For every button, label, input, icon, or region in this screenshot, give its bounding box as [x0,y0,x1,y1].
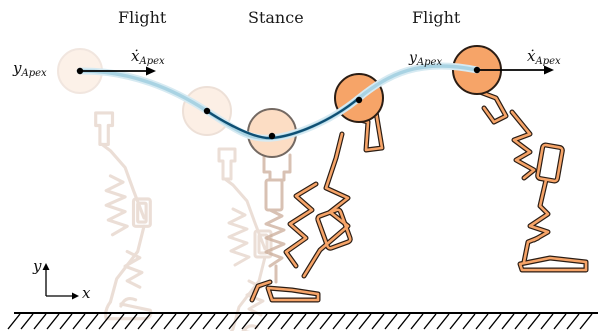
ground-hatch-line [176,313,190,330]
ground-hatch-line [319,313,333,330]
com-point-liftoff [355,96,363,104]
ground-hatch-line [306,313,320,330]
ground-hatching [7,313,593,330]
phase-label-stance: Stance [248,8,304,27]
ground-hatch-line [280,313,294,330]
ground-hatch-line [7,313,21,330]
phase-label-flight-right: Flight [412,8,461,27]
ground-hatch-line [150,313,164,330]
ground-hatch-line [345,313,359,330]
ground-hatch-line [20,313,34,330]
ground-hatch-line [124,313,138,330]
ground-hatch-line [215,313,229,330]
ground-hatch-line [449,313,463,330]
ground-hatch-line [410,313,424,330]
ground-hatch-line [293,313,307,330]
phase-label-flight-left: Flight [118,8,167,27]
ground-hatch-line [254,313,268,330]
ground-hatch-line [163,313,177,330]
ground-hatch-line [501,313,515,330]
ground-hatch-line [553,313,567,330]
robot-ghost-flight-left [57,48,153,321]
label-xdot-apex-left: ẋApex [131,47,165,67]
ground-hatch-line [189,313,203,330]
label-y-apex-right: yApex [408,50,442,68]
ground [7,312,598,330]
ground-hatch-line [111,313,125,330]
ground-hatch-line [397,313,411,330]
ground-hatch-line [566,313,580,330]
ground-hatch-line [98,313,112,330]
apex-velocity-arrows [80,65,554,76]
com-point-descending [203,107,211,115]
ground-hatch-line [267,313,281,330]
ground-hatch-line [462,313,476,330]
ground-hatch-line [228,313,242,330]
robot-flight-right [452,45,589,273]
ground-hatch-line [384,313,398,330]
axis-label-x: x [82,284,91,302]
ground-hatch-line [371,313,385,330]
ground-hatch-line [137,313,151,330]
ground-hatch-line [33,313,47,330]
ground-hatch-line [527,313,541,330]
ground-hatch-line [475,313,489,330]
ground-hatch-line [488,313,502,330]
ground-hatch-line [423,313,437,330]
ground-hatch-line [72,313,86,330]
axis-label-y: y [32,257,42,275]
ground-hatch-line [46,313,60,330]
ground-hatch-line [579,313,593,330]
ground-hatch-line [332,313,346,330]
coordinate-axes [42,263,79,300]
ground-hatch-line [241,313,255,330]
ground-hatch-line [358,313,372,330]
label-xdot-apex-right: ẋApex [527,47,561,67]
ground-hatch-line [540,313,554,330]
ground-hatch-line [436,313,450,330]
ground-hatch-line [59,313,73,330]
ground-hatch-line [85,313,99,330]
ground-hatch-line [202,313,216,330]
ground-hatch-line [514,313,528,330]
com-point-stance [268,132,276,140]
label-y-apex-left: yApex [12,59,47,79]
